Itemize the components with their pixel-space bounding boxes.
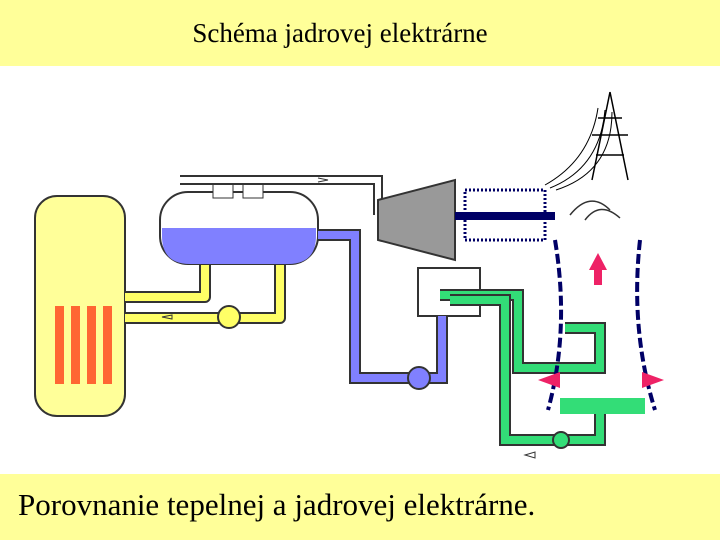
cooling-tower bbox=[538, 200, 664, 414]
turbine-shaft bbox=[455, 212, 555, 220]
flow-arrow-icon bbox=[161, 177, 536, 459]
nuclear-plant-diagram bbox=[34, 91, 664, 459]
fuel-rods bbox=[55, 306, 112, 384]
feedwater-pump-icon bbox=[407, 366, 431, 390]
steam-generator bbox=[159, 183, 319, 265]
page-title: Schéma jadrovej elektrárne bbox=[192, 18, 488, 48]
power-pylon-icon bbox=[544, 91, 629, 191]
header-band bbox=[0, 0, 720, 66]
footer-band bbox=[0, 474, 720, 540]
cooling-loop bbox=[440, 289, 606, 446]
footer-caption: Porovnanie tepelnej a jadrovej elektrárn… bbox=[18, 487, 536, 522]
feedwater-loop bbox=[318, 229, 448, 384]
reactor-vessel bbox=[34, 195, 126, 417]
tower-arrow-icon bbox=[589, 253, 607, 285]
primary-pump-icon bbox=[217, 305, 241, 329]
turbine bbox=[377, 178, 456, 262]
steam-icon bbox=[569, 200, 621, 221]
cooling-pump-icon bbox=[552, 431, 570, 449]
generator bbox=[463, 188, 547, 242]
